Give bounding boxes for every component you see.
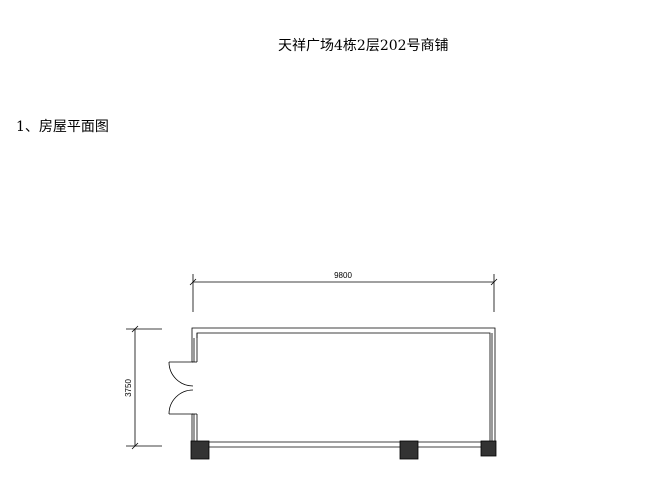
column-left — [190, 440, 210, 460]
width-tick-right — [490, 278, 498, 286]
section-heading: 1、房屋平面图 — [16, 119, 109, 135]
column-middle — [399, 440, 419, 460]
depth-dimension-label: 3750 — [124, 379, 133, 397]
depth-tick-bottom — [131, 442, 139, 450]
document-title: 天祥广场4栋2层202号商铺 — [278, 38, 449, 54]
depth-tick-top — [131, 325, 139, 333]
width-dimension — [189, 274, 498, 312]
width-tick-left — [189, 278, 197, 286]
door-swing-lower — [168, 389, 194, 415]
top-wall-outer — [191, 327, 496, 442]
door-swing-upper — [168, 361, 194, 387]
walls — [191, 327, 496, 448]
top-wall-inner — [196, 332, 491, 442]
width-dimension-label: 9800 — [334, 271, 352, 280]
double-door — [168, 361, 194, 415]
columns — [190, 440, 497, 460]
column-right — [480, 440, 497, 457]
depth-dimension — [126, 325, 162, 450]
